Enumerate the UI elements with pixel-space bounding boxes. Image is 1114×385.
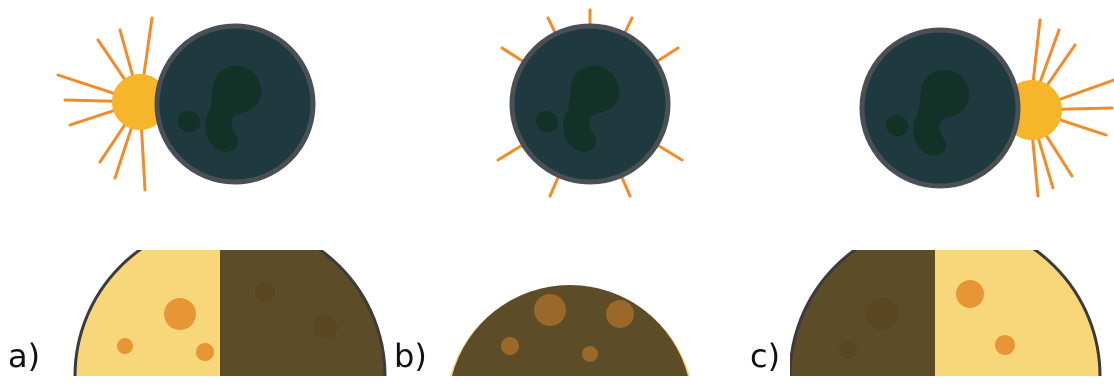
sun-earth-illustration-c bbox=[740, 0, 1114, 215]
moon-shadow bbox=[220, 250, 390, 376]
crater-icon bbox=[196, 343, 214, 361]
moon-shadow bbox=[452, 285, 688, 376]
panel-label-c: c) bbox=[750, 340, 780, 372]
panel-a: a) bbox=[0, 0, 380, 385]
panel-label-a: a) bbox=[8, 340, 40, 372]
crater-icon bbox=[956, 280, 984, 308]
moon-phase-a bbox=[0, 250, 390, 376]
panel-b: b) bbox=[380, 0, 740, 385]
sun-earth-illustration-a bbox=[0, 0, 380, 215]
moon-shadow bbox=[790, 250, 935, 376]
sun-earth-illustration-b bbox=[380, 0, 740, 215]
panel-label-b: b) bbox=[394, 340, 427, 372]
panel-c: c) bbox=[740, 0, 1114, 385]
moon-phase-b bbox=[440, 252, 700, 376]
crater-icon bbox=[164, 298, 196, 330]
moon-phase-c bbox=[790, 250, 1110, 376]
crater-icon bbox=[995, 335, 1015, 355]
crater-icon bbox=[117, 338, 133, 354]
